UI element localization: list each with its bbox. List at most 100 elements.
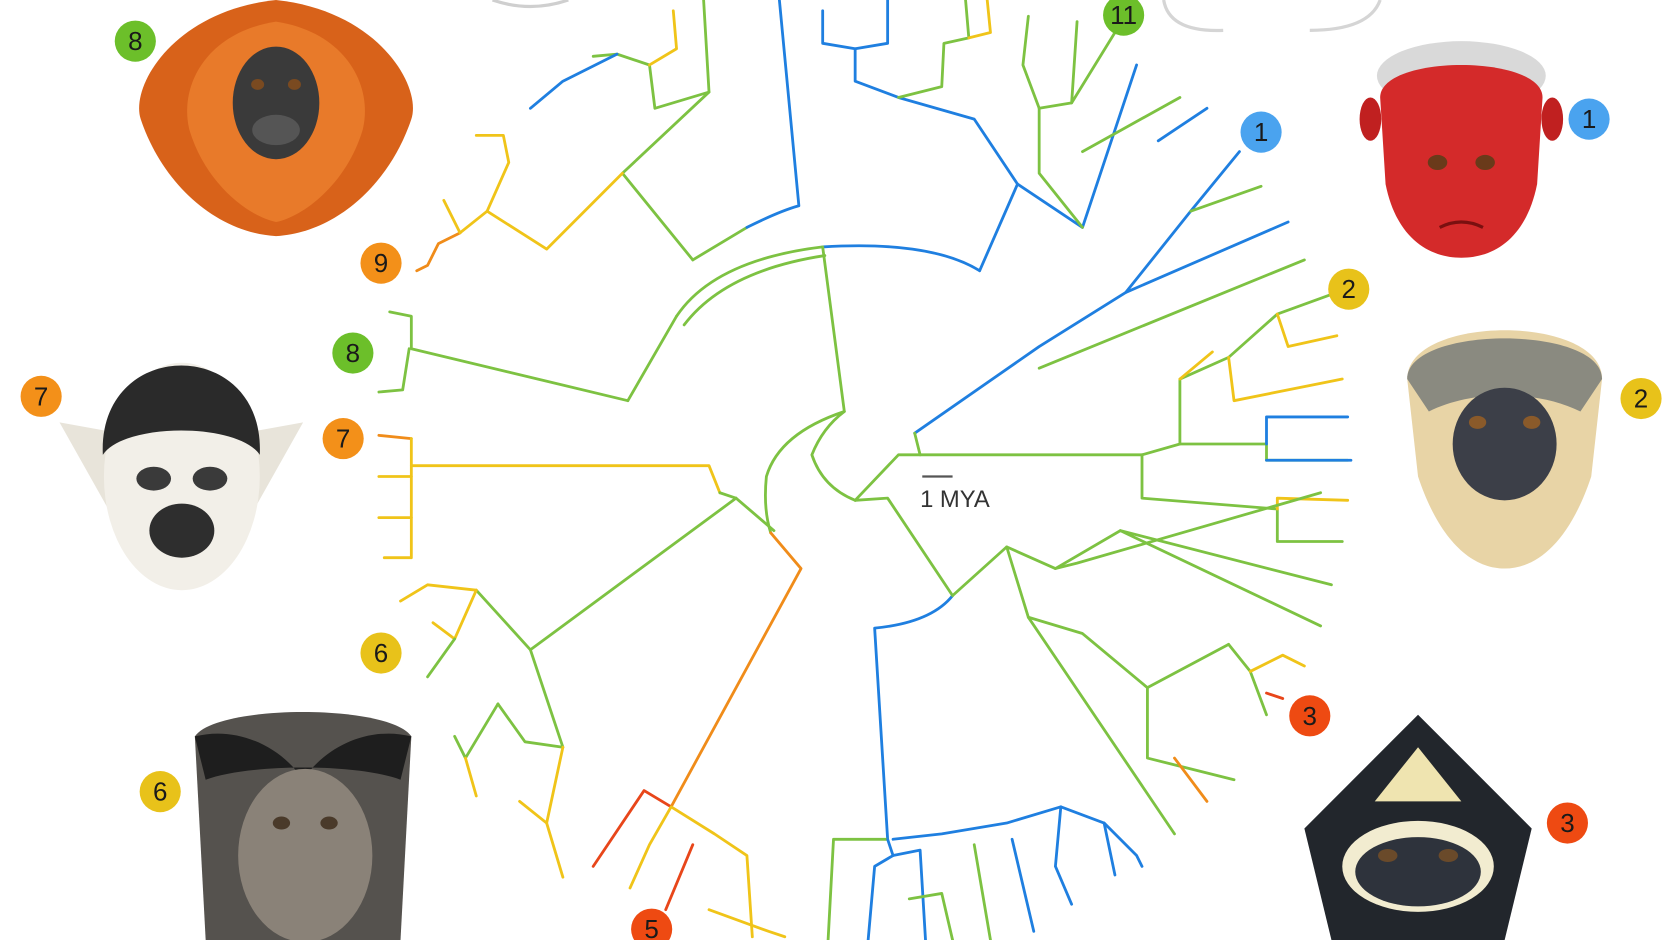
badge-label: 9 (374, 248, 388, 278)
portrait-shape (252, 114, 300, 146)
tree-branch (409, 464, 722, 495)
tree-branch (1227, 355, 1344, 403)
tree-branch (853, 496, 954, 598)
portrait-shape (1438, 220, 1484, 229)
portrait-shape (1452, 387, 1557, 501)
badge-label: 1 (1254, 117, 1268, 147)
tree-branch (1037, 258, 1306, 370)
tree-branch (1173, 756, 1209, 803)
tree-branch (978, 63, 1139, 273)
portrait-shape (149, 503, 215, 558)
badge-circle (332, 332, 374, 374)
tree-branch (669, 531, 803, 809)
tree-branch (628, 805, 673, 890)
tree-branch (707, 908, 787, 939)
tree-branch (891, 805, 1117, 877)
portrait-shape (194, 733, 412, 780)
tree-branch (388, 310, 630, 403)
badge-11: 11 (1103, 0, 1145, 36)
portrait-shape (1475, 154, 1495, 171)
tree-branches (377, 0, 1353, 940)
tree-branch (1248, 653, 1306, 673)
badge-6-tree: 6 (360, 632, 402, 674)
badge-label: 1 (1582, 104, 1596, 134)
tree-branch (529, 52, 619, 110)
badge-circle (1103, 0, 1145, 36)
tree-branch (464, 756, 478, 798)
tree-branch (1156, 106, 1209, 143)
badge-label: 8 (346, 338, 360, 368)
portrait-shape (1359, 97, 1382, 141)
scale-bar-label: 1 MYA (920, 486, 990, 513)
badge-label: 6 (153, 777, 167, 807)
badge-circle (1546, 802, 1588, 844)
portrait-shape (192, 466, 228, 491)
portrait-shape (491, 0, 569, 9)
tree-branch (1265, 415, 1350, 446)
tree-branch (591, 52, 711, 110)
tree-branch (826, 837, 890, 940)
portrait-shape (136, 466, 172, 491)
tree-branch (1037, 20, 1084, 229)
badge-circle (1568, 98, 1610, 140)
tree-branch (1026, 615, 1231, 690)
portrait-partial-top-right (1162, 0, 1382, 33)
tree-branch (474, 496, 738, 652)
tree-branch (891, 848, 927, 940)
portrait-shape (251, 79, 265, 90)
tree-branch (675, 245, 825, 318)
tree-branch (1054, 491, 1323, 570)
tree-branch (621, 0, 711, 262)
portrait-shape (1468, 415, 1487, 429)
tree-branch (518, 745, 565, 825)
tree-branch (821, 244, 982, 273)
tree-branch (1140, 290, 1339, 457)
portrait-shape (102, 365, 260, 455)
badge-7-squirrel-monkey: 7 (20, 375, 62, 417)
tree-branch (1146, 686, 1236, 782)
badge-label: 8 (128, 26, 142, 56)
badge-circle (20, 375, 62, 417)
tree-branch (1070, 31, 1117, 105)
clade-badges: 8 11 1 1 9 2 2 8 7 7 6 6 3 3 5 (20, 0, 1662, 940)
badge-circle (360, 242, 402, 284)
portrait-capuchin (194, 712, 412, 940)
tree-branch (458, 171, 624, 251)
portrait-shape (1355, 837, 1481, 907)
tree-branch (1275, 312, 1339, 348)
tree-branch (907, 892, 954, 940)
tree-branch (1005, 545, 1176, 836)
badge-label: 7 (34, 381, 48, 411)
tree-branch (453, 702, 500, 760)
tree-branch (1102, 821, 1144, 868)
badge-circle (139, 771, 181, 813)
badge-1-uakari: 1 (1568, 98, 1610, 140)
tree-branch (866, 837, 895, 940)
portrait-guenon (1407, 330, 1603, 569)
tree-branch (377, 433, 413, 441)
tree-branch (913, 431, 922, 457)
portrait-shape (320, 816, 338, 830)
tree-branch (1118, 529, 1323, 628)
portrait-shape (1377, 849, 1398, 863)
scale-bar: 1 MYA (920, 475, 990, 513)
portrait-gibbon (1304, 714, 1532, 940)
tree-branch (691, 226, 749, 262)
badge-circle (360, 632, 402, 674)
badge-3-tree: 3 (1289, 695, 1331, 737)
portrait-partial-top-left (491, 0, 569, 9)
tree-branch (545, 821, 565, 879)
tree-branch (853, 0, 890, 51)
portrait-golden-lion-tamarin (139, 0, 413, 237)
badge-label: 5 (644, 914, 658, 940)
badge-label: 6 (374, 638, 388, 668)
badge-9: 9 (360, 242, 402, 284)
tree-branch (442, 198, 462, 235)
badge-circle (114, 20, 156, 62)
badge-circle (1240, 111, 1282, 153)
tree-branch (873, 594, 954, 841)
portrait-shape (238, 768, 373, 940)
portrait-shape (1523, 415, 1541, 429)
tree-branch (682, 254, 827, 327)
